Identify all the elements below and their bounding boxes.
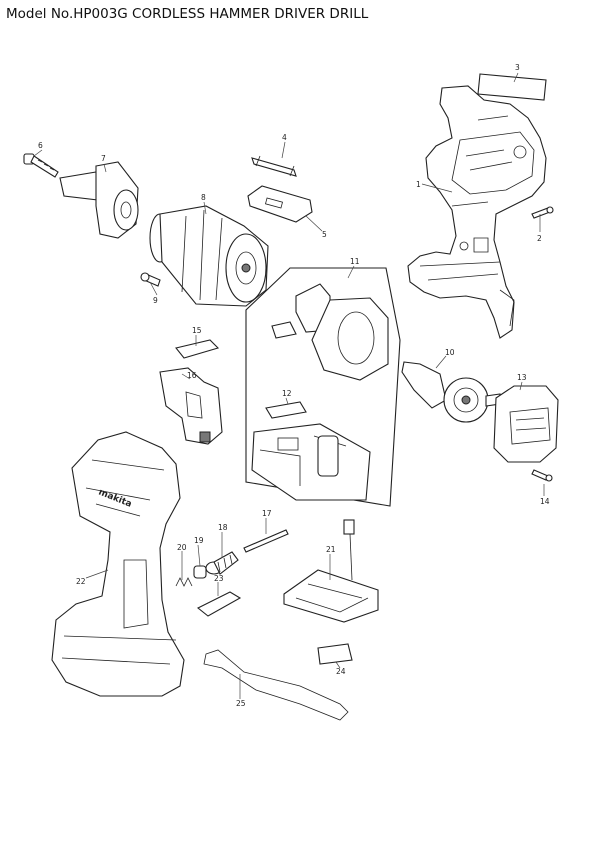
callout-10: 10 — [445, 348, 455, 357]
part-strap — [203, 649, 349, 721]
callout-14: 14 — [540, 497, 550, 506]
part-chuck-screw — [23, 153, 59, 178]
callout-25: 25 — [236, 699, 246, 708]
part-pin — [243, 529, 289, 553]
part-spring-clip — [251, 155, 297, 177]
part-keyless-chuck — [59, 161, 139, 239]
part-controller-assembly — [245, 267, 401, 507]
callout-21: 21 — [326, 545, 336, 554]
callout-3: 3 — [515, 63, 520, 72]
part-rear-cover — [493, 385, 559, 463]
callout-4: 4 — [282, 133, 287, 142]
callout-numbers: 1 2 3 4 5 6 7 8 9 11 10 12 13 14 15 16 1… — [38, 63, 550, 708]
part-handle-housing: makita — [51, 431, 185, 697]
part-lock-piece — [193, 565, 207, 579]
part-battery-terminal — [283, 519, 379, 623]
part-switch — [159, 367, 223, 445]
callout-19: 19 — [194, 536, 204, 545]
callout-16: 16 — [187, 371, 197, 380]
callout-22: 22 — [76, 577, 86, 586]
part-led-cover — [175, 339, 220, 359]
part-armature — [401, 361, 501, 423]
page-title: Model No.HP003G CORDLESS HAMMER DRIVER D… — [6, 6, 369, 22]
callout-13: 13 — [517, 373, 527, 382]
part-switch-plate — [247, 185, 313, 223]
callout-18: 18 — [218, 523, 228, 532]
part-gear-assembly — [149, 205, 269, 307]
callout-9: 9 — [153, 296, 158, 305]
callout-6: 6 — [38, 141, 43, 150]
callout-2: 2 — [537, 234, 542, 243]
part-tapping-screw — [531, 206, 554, 219]
part-tapping-screw-rear — [531, 469, 553, 482]
callout-24: 24 — [336, 667, 346, 676]
callout-7: 7 — [101, 154, 106, 163]
part-insulation-sheet — [317, 643, 353, 665]
part-label — [265, 401, 307, 419]
callout-1: 1 — [416, 180, 421, 189]
leader-lines — [33, 72, 545, 699]
part-housing-set — [407, 85, 547, 339]
part-compression-spring — [175, 577, 193, 587]
part-name-plate — [477, 73, 547, 101]
callout-12: 12 — [282, 389, 292, 398]
callout-20: 20 — [177, 543, 187, 552]
callout-8: 8 — [201, 193, 206, 202]
part-screw — [140, 272, 161, 287]
callout-11: 11 — [350, 257, 360, 266]
callout-17: 17 — [262, 509, 272, 518]
part-change-lever — [205, 551, 239, 575]
callout-23: 23 — [214, 574, 224, 583]
callout-5: 5 — [322, 230, 327, 239]
callout-15: 15 — [192, 326, 202, 335]
part-hook — [196, 591, 242, 617]
